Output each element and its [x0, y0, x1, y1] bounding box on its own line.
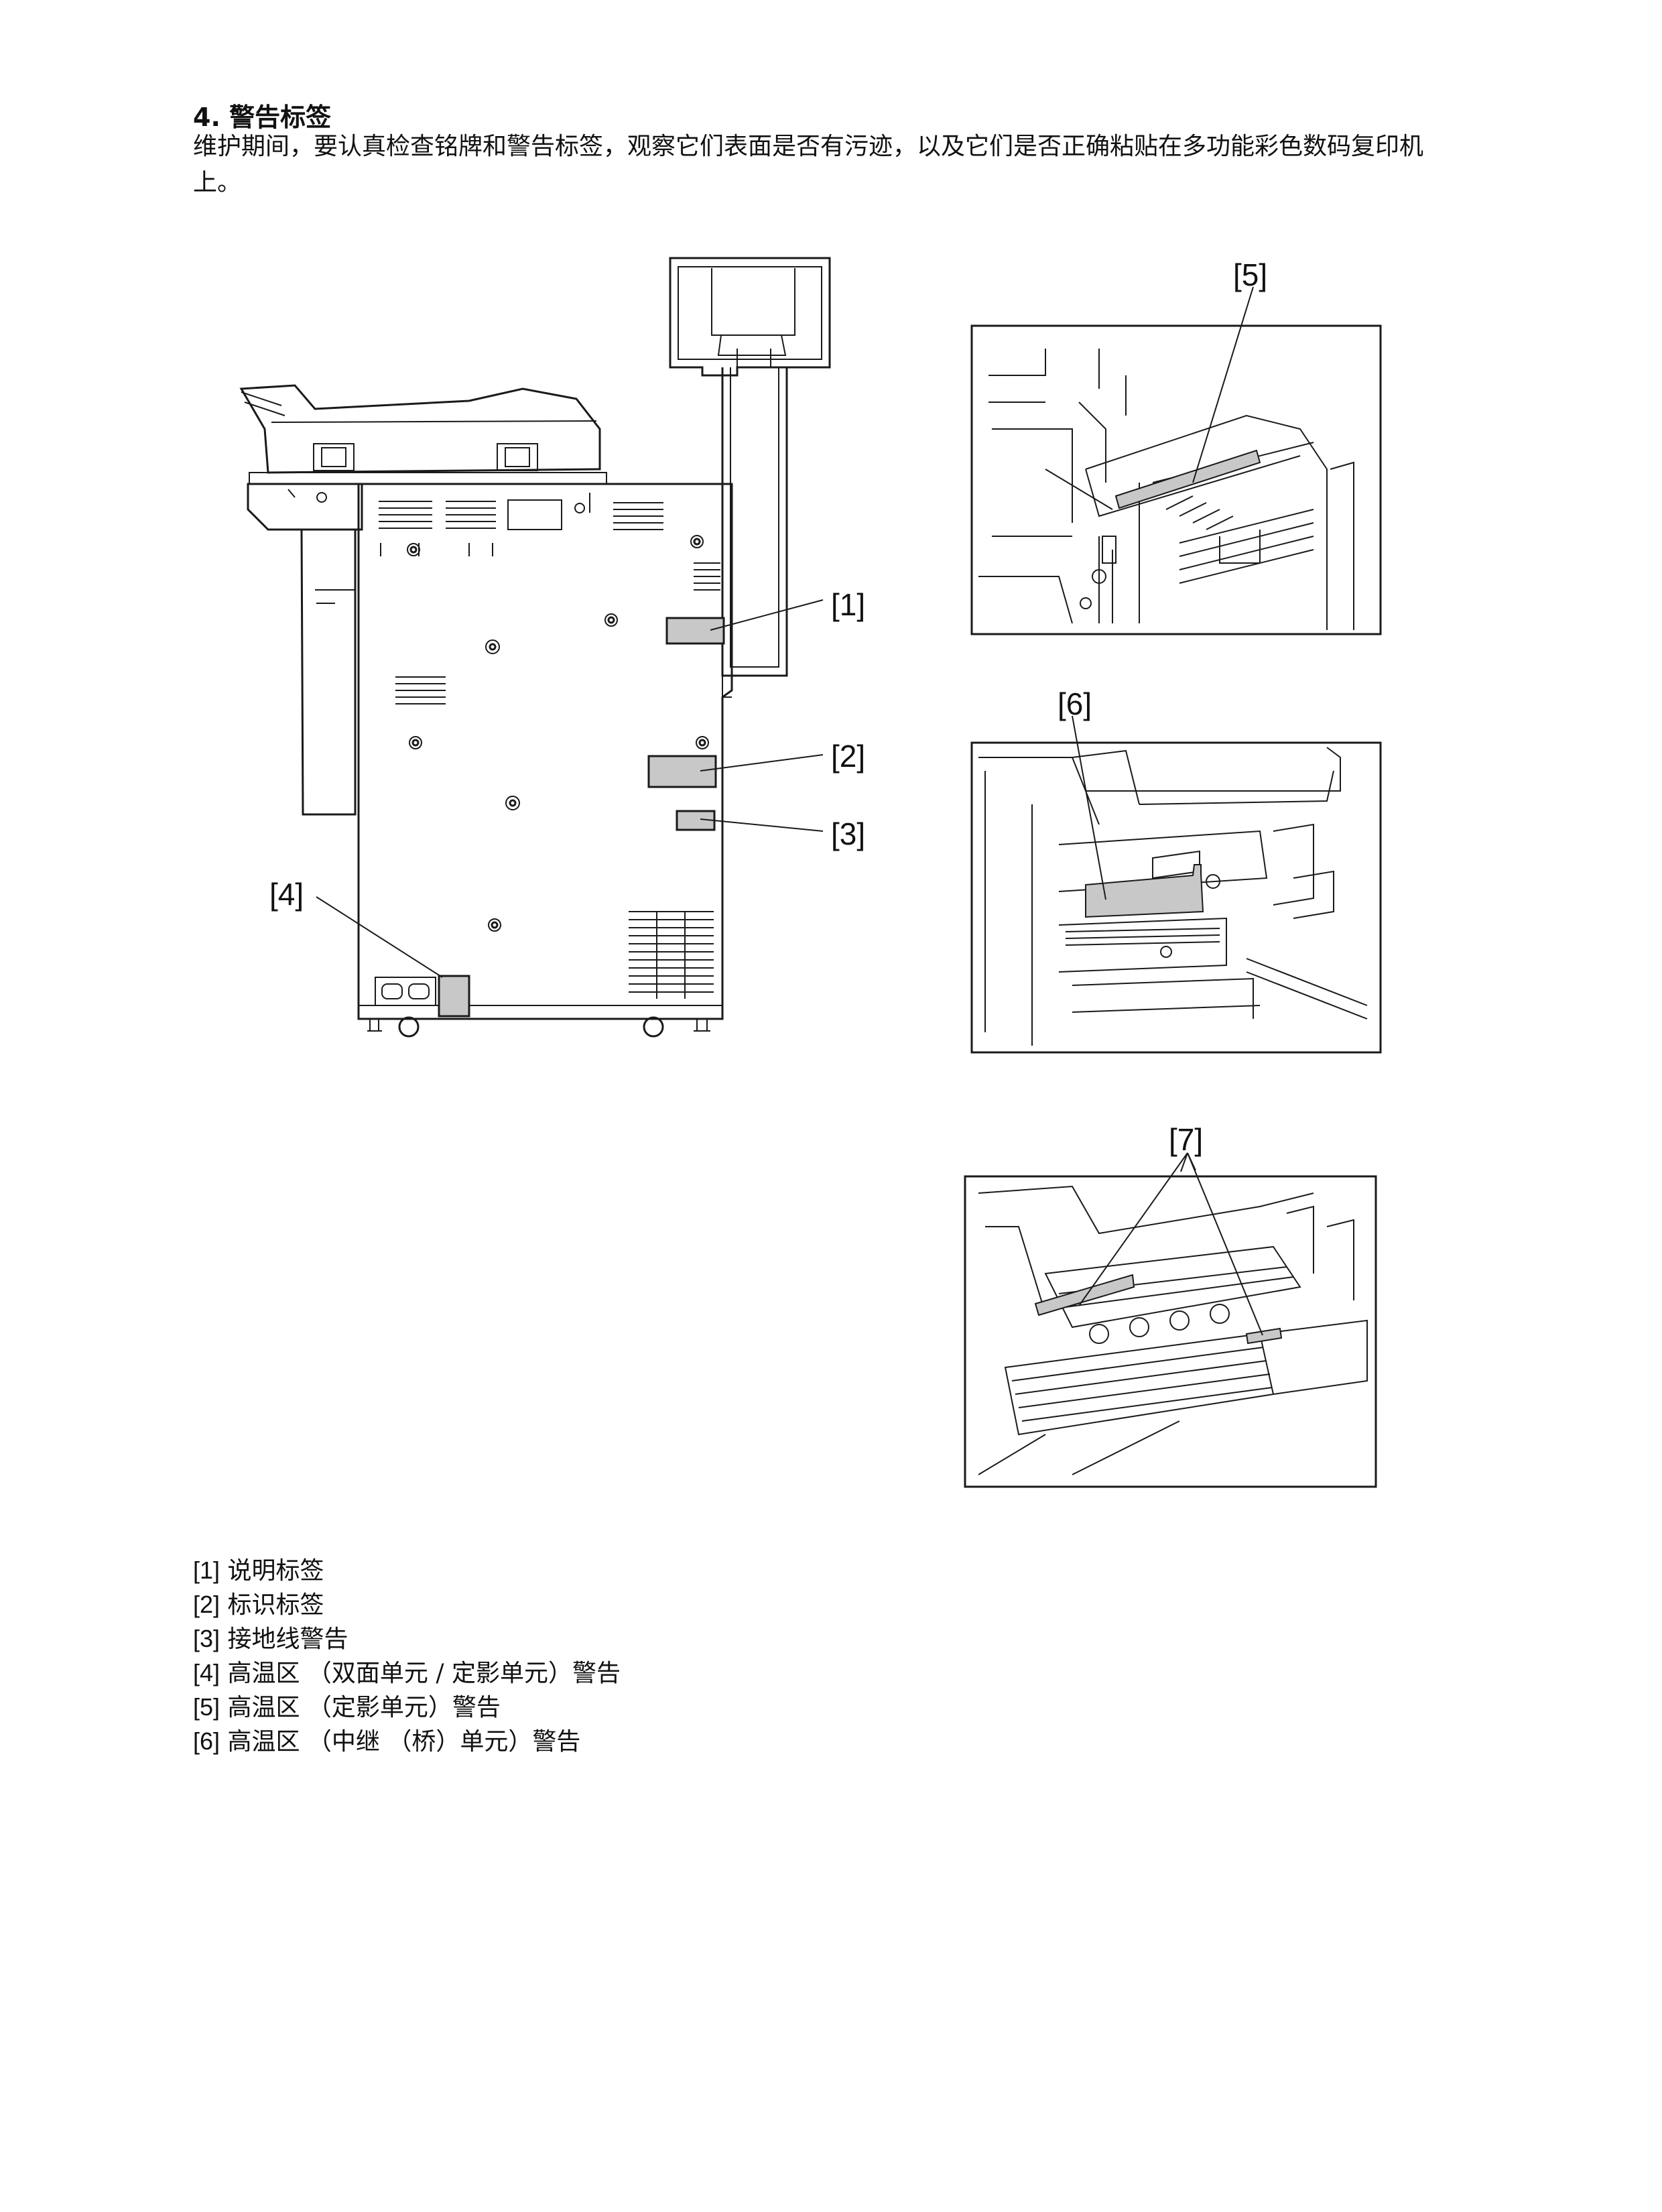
- label-legend: [1] 说明标签 [2] 标识标签 [3] 接地线警告 [4] 高温区 （双面单…: [193, 1554, 621, 1759]
- legend-item: [3] 接地线警告: [193, 1625, 348, 1653]
- callout-1: [1]: [831, 587, 865, 622]
- callout-7: [7]: [1169, 1122, 1203, 1157]
- intro-paragraph: 维护期间，要认真检查铭牌和警告标签，观察它们表面是否有污迹，以及它们是否正确粘贴…: [193, 133, 1424, 196]
- section-title: 警告标签: [229, 103, 332, 132]
- legend-item: [1] 说明标签: [193, 1556, 324, 1585]
- machine-side-view: [239, 257, 831, 1038]
- detail-duplex-unit-view: [964, 1152, 1377, 1488]
- legend-item: [5] 高温区 （定影单元）警告: [193, 1693, 501, 1721]
- section-heading: 4. 警告标签: [193, 97, 331, 133]
- label-1-marker: [665, 617, 725, 645]
- callout-6: [6]: [1058, 686, 1092, 721]
- callout-5: [5]: [1233, 257, 1267, 292]
- callout-2: [2]: [831, 739, 865, 774]
- label-4-marker: [438, 975, 470, 1018]
- detail-bridge-unit-view: [970, 715, 1382, 1054]
- section-number: 4.: [193, 103, 220, 132]
- label-2-marker: [647, 755, 717, 788]
- legend-item: [2] 标识标签: [193, 1591, 324, 1619]
- callout-3: [3]: [831, 816, 865, 851]
- callout-4: [4]: [269, 877, 304, 912]
- detail-fuser-view: [970, 286, 1382, 635]
- legend-item: [6] 高温区 （中继 （桥）单元）警告: [193, 1727, 581, 1756]
- legend-item: [4] 高温区 （双面单元 / 定影单元）警告: [193, 1659, 621, 1687]
